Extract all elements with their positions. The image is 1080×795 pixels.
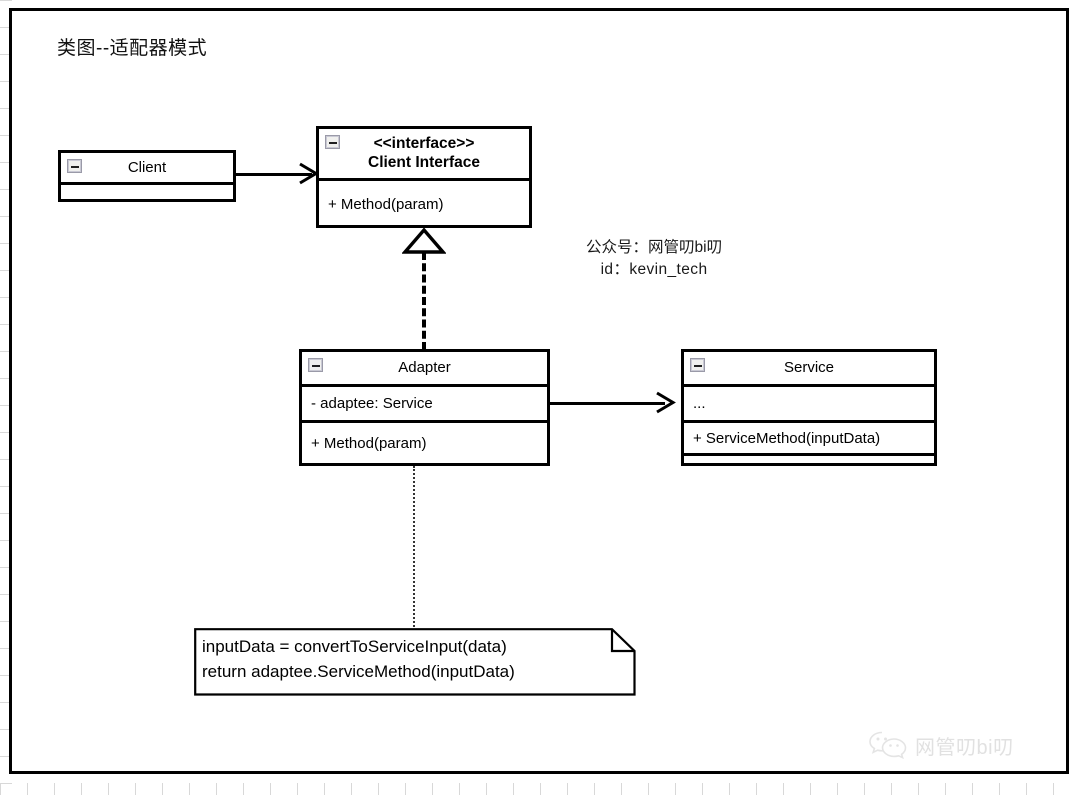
method-compartment-client-interface: + Method(param) <box>319 181 529 228</box>
empty-compartment-client <box>61 185 233 202</box>
attribute-label: ... <box>693 395 706 412</box>
wechat-icon <box>869 731 907 760</box>
hollow-triangle-icon <box>402 228 446 254</box>
method-compartment-service: + ServiceMethod(inputData) <box>684 423 934 456</box>
note-line-2: return adaptee.ServiceMethod(inputData) <box>202 661 515 681</box>
method-label: + ServiceMethod(inputData) <box>693 429 881 447</box>
class-name-service: Service <box>783 359 835 377</box>
collapse-minus-icon[interactable] <box>690 358 705 372</box>
class-name-compartment-client-interface: <<interface>> Client Interface <box>319 129 529 181</box>
watermark-line-2: id：kevin_tech <box>600 261 708 278</box>
class-name-adapter: Adapter <box>398 359 451 377</box>
class-box-service[interactable]: Service ... + ServiceMethod(inputData) <box>681 349 937 466</box>
class-name-compartment-adapter: Adapter <box>302 352 547 387</box>
note-text: inputData = convertToServiceInput(data) … <box>202 635 515 684</box>
collapse-minus-icon[interactable] <box>308 358 323 372</box>
class-name-compartment-client: Client <box>61 153 233 185</box>
class-name-client-interface: Client Interface <box>368 153 480 171</box>
logo-watermark: 网管叨bi叨 <box>868 730 1014 760</box>
class-box-client-interface[interactable]: <<interface>> Client Interface + Method(… <box>316 126 532 228</box>
note-line-1: inputData = convertToServiceInput(data) <box>202 637 507 656</box>
page-title: 类图--适配器模式 <box>57 38 208 59</box>
class-name-client: Client <box>127 158 167 176</box>
watermark-line-1: 公众号：网管叨bi叨 <box>586 239 723 256</box>
note-shape <box>194 628 636 696</box>
attribute-compartment-service: ... <box>684 387 934 423</box>
class-box-adapter[interactable]: Adapter - adaptee: Service + Method(para… <box>299 349 550 466</box>
collapse-minus-icon[interactable] <box>67 159 82 173</box>
watermark-text: 公众号：网管叨bi叨 id：kevin_tech <box>586 237 722 281</box>
attribute-compartment-adapter: - adaptee: Service <box>302 387 547 423</box>
collapse-minus-icon[interactable] <box>325 135 340 149</box>
note-box[interactable]: inputData = convertToServiceInput(data) … <box>194 628 636 696</box>
method-label: + Method(param) <box>328 196 444 213</box>
ruler-bottom <box>0 783 1080 795</box>
arrowhead-open-icon <box>656 391 676 414</box>
stereotype-label: <<interface>> <box>373 135 475 153</box>
arrowhead-open-icon <box>299 162 319 185</box>
class-box-client[interactable]: Client <box>58 150 236 202</box>
empty-compartment-service <box>684 456 934 463</box>
method-compartment-adapter: + Method(param) <box>302 423 547 463</box>
method-label: + Method(param) <box>311 434 427 452</box>
logo-label: 网管叨bi叨 <box>915 736 1014 759</box>
attribute-label: - adaptee: Service <box>311 395 433 412</box>
class-name-compartment-service: Service <box>684 352 934 387</box>
